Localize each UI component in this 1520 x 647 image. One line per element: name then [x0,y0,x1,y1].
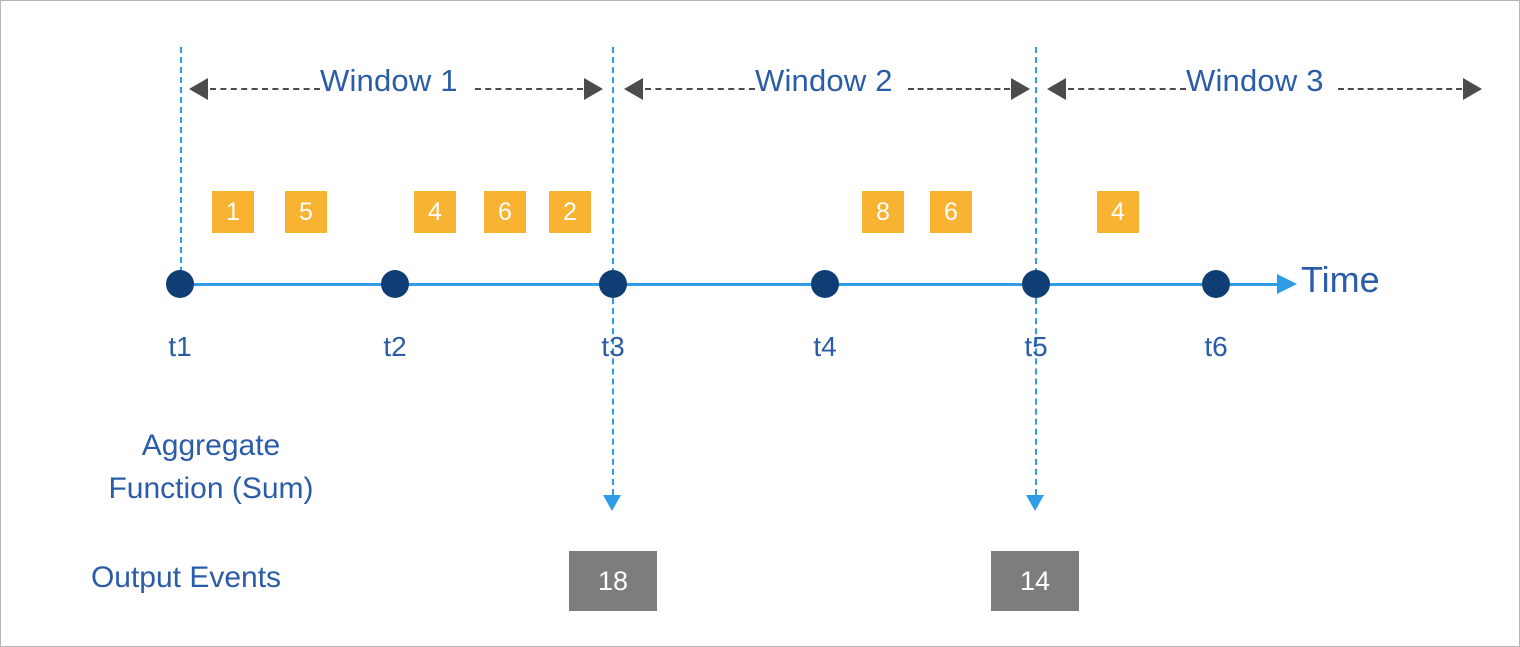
window-range-1: Window 1 [180,63,612,109]
aggregate-caption-line-1: Aggregate [141,429,281,462]
window-2-dash-right [908,88,1010,90]
event-box: 5 [285,191,327,233]
output-event-box: 18 [569,551,657,611]
window-3-label: Window 3 [1186,63,1324,98]
window-3-right-arrow-icon [1463,78,1482,100]
tick-label-t3: t3 [601,331,625,362]
window-range-3: Window 3 [1038,63,1493,109]
event-box: 2 [549,191,591,233]
window-2-label: Window 2 [755,63,893,98]
timeline-arrowhead-icon [1277,274,1297,294]
event-box: 8 [862,191,904,233]
window-1-dash-left [210,88,320,90]
window-3-dash-right [1338,88,1462,90]
timeline-dot-t2 [381,270,409,298]
timeline-dot-t5 [1022,270,1050,298]
window-2-right-arrow-icon [1011,78,1030,100]
output-events-caption: Output Events [90,561,282,594]
timeline-axis [180,283,1280,286]
window-3-dash-left [1068,88,1186,90]
timeline-dot-t4 [811,270,839,298]
event-box: 6 [484,191,526,233]
event-box: 4 [414,191,456,233]
timeline-dot-t6 [1202,270,1230,298]
time-axis-label: Time [1301,259,1380,300]
window-range-2: Window 2 [615,63,1035,109]
event-box: 4 [1097,191,1139,233]
window-1-left-arrow-icon [189,78,208,100]
window-1-right-arrow-icon [584,78,603,100]
timeline-dot-t3 [599,270,627,298]
tick-label-t5: t5 [1024,331,1048,362]
output-event-box: 14 [991,551,1079,611]
tick-label-t2: t2 [383,331,407,362]
event-box: 1 [212,191,254,233]
window-3-left-arrow-icon [1047,78,1066,100]
tick-label-t6: t6 [1204,331,1228,362]
window-2-left-arrow-icon [624,78,643,100]
tick-label-t4: t4 [813,331,837,362]
tick-label-t1: t1 [168,331,192,362]
timeline-dot-t1 [166,270,194,298]
aggregate-function-caption: Aggregate Function (Sum) [61,425,361,510]
boundary-arrowhead-t3 [603,495,621,511]
aggregate-caption-line-2: Function (Sum) [108,471,314,505]
event-box: 6 [930,191,972,233]
boundary-line-t1 [180,47,182,273]
boundary-arrowhead-t5 [1026,495,1044,511]
window-2-dash-left [645,88,755,90]
window-1-label: Window 1 [320,63,458,98]
window-1-dash-right [475,88,583,90]
